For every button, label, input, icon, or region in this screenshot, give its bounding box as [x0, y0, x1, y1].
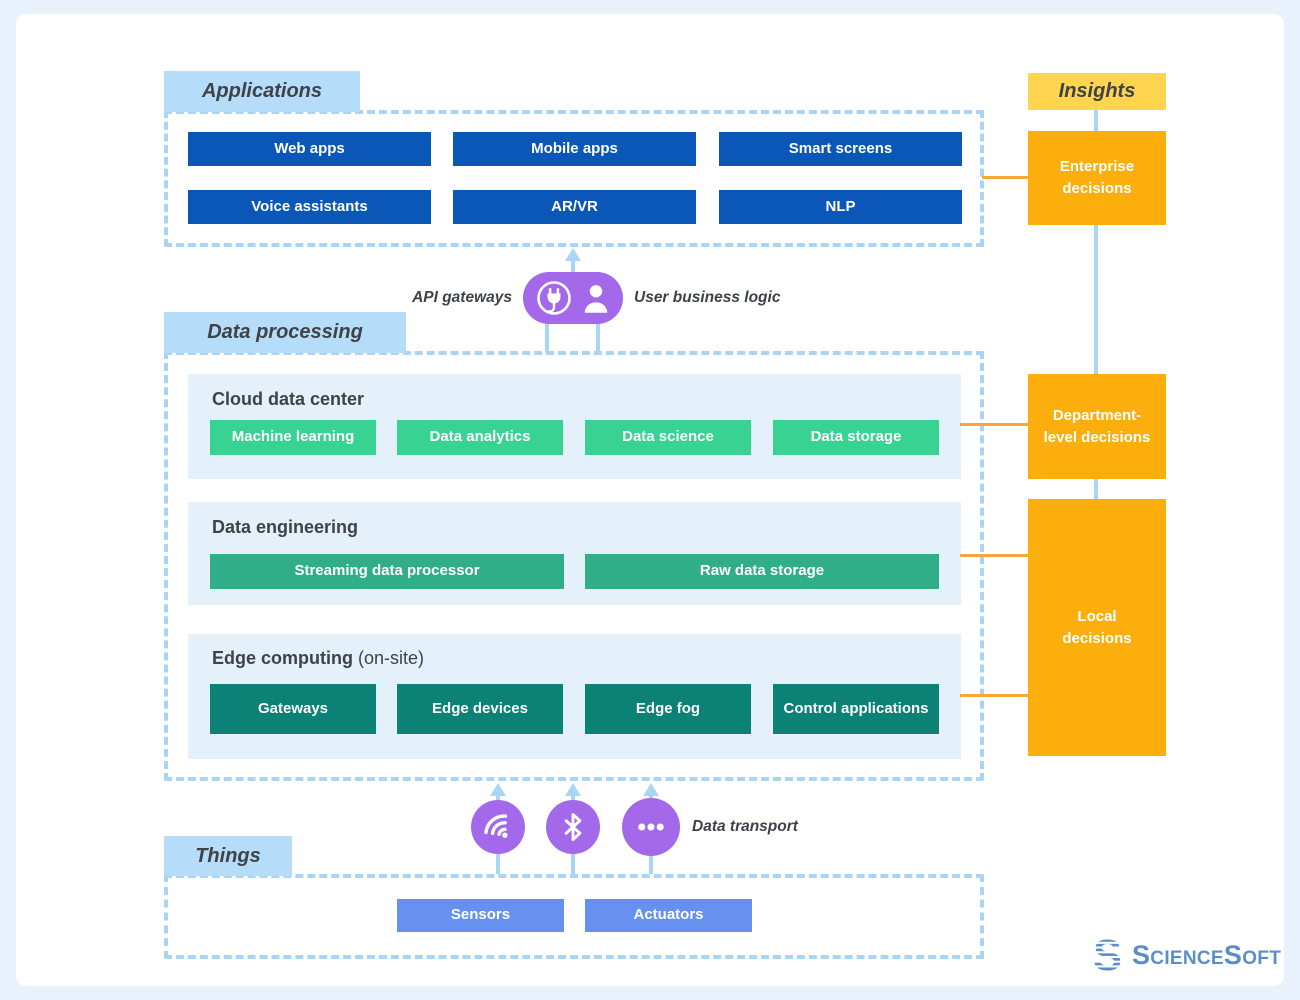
edge-computing-title-suffix: (on-site)	[353, 648, 425, 668]
cloud-data-center-title: Cloud data center	[212, 389, 364, 410]
arrow-up-wifi	[490, 783, 506, 796]
engineering-box-streaming-data-processor: Streaming data processor	[210, 554, 564, 589]
things-section-label: Things	[164, 836, 292, 876]
insight-box-enterprise-decisions: Enterprise decisions	[1028, 131, 1166, 225]
cloud-box-machine-learning: Machine learning	[210, 420, 376, 455]
connector-insights-1	[1094, 110, 1098, 131]
connector-cloud-to-department	[960, 423, 1028, 426]
cloud-box-data-storage: Data storage	[773, 420, 939, 455]
insights-section-label: Insights	[1028, 73, 1166, 110]
connector-pill-to-applications	[571, 260, 575, 273]
app-box-nlp: NLP	[719, 190, 962, 224]
edge-computing-title: Edge computing (on-site)	[212, 648, 424, 669]
connector-edge-to-local	[960, 694, 1028, 697]
app-box-web-apps: Web apps	[188, 132, 431, 166]
data-transport-label: Data transport	[692, 818, 798, 835]
connector-pill-to-processing-right	[596, 324, 600, 353]
cloud-data-center-title-text: Cloud data center	[212, 389, 365, 409]
things-boundary	[164, 874, 984, 959]
insight-box-local-decisions: Local decisions	[1028, 499, 1166, 756]
arrow-up-ellipsis	[643, 783, 659, 796]
edge-box-gateways: Gateways	[210, 684, 376, 734]
wifi-icon	[484, 814, 508, 838]
sciencesoft-logo: S ScienceSoft	[1092, 934, 1281, 976]
connector-apps-to-enterprise	[982, 176, 1028, 179]
other-protocols-circle	[622, 798, 680, 856]
connector-pill-to-processing-left	[545, 324, 549, 353]
app-box-ar-vr: AR/VR	[453, 190, 696, 224]
ellipsis-icon	[638, 823, 664, 831]
arrow-up-to-applications	[565, 248, 581, 261]
cloud-box-data-analytics: Data analytics	[397, 420, 563, 455]
data-engineering-title-text: Data engineering	[212, 517, 359, 537]
connector-insights-2	[1094, 225, 1098, 374]
applications-boundary	[164, 110, 984, 247]
data-engineering-title: Data engineering	[212, 517, 358, 538]
things-box-sensors: Sensors	[397, 899, 564, 932]
api-gateway-pill	[523, 272, 623, 324]
bluetooth-icon	[564, 813, 582, 841]
user-business-logic-label: User business logic	[634, 289, 781, 306]
wifi-circle	[471, 800, 525, 854]
insight-box-department-level-decisions: Department-level decisions	[1028, 374, 1166, 479]
data-processing-boundary	[164, 351, 984, 781]
connector-engineering-to-local	[960, 554, 1028, 557]
data-processing-section-label: Data processing	[164, 312, 406, 353]
app-box-smart-screens: Smart screens	[719, 132, 962, 166]
svg-text:S: S	[1093, 934, 1122, 976]
diagram-card: Applications Web apps Mobile apps Smart …	[16, 14, 1284, 986]
edge-box-edge-fog: Edge fog	[585, 684, 751, 734]
connector-insights-3	[1094, 479, 1098, 499]
sciencesoft-logo-text: ScienceSoft	[1132, 939, 1282, 970]
app-box-voice-assistants: Voice assistants	[188, 190, 431, 224]
arrow-up-bluetooth	[565, 783, 581, 796]
engineering-box-raw-data-storage: Raw data storage	[585, 554, 939, 589]
cloud-box-data-science: Data science	[585, 420, 751, 455]
api-gateways-label: API gateways	[412, 289, 512, 306]
things-box-actuators: Actuators	[585, 899, 752, 932]
edge-computing-title-text: Edge computing	[212, 648, 353, 668]
bluetooth-circle	[546, 800, 600, 854]
edge-box-control-applications: Control applications	[773, 684, 939, 734]
sciencesoft-logo-icon: S	[1092, 934, 1126, 976]
applications-section-label: Applications	[164, 71, 360, 112]
app-box-mobile-apps: Mobile apps	[453, 132, 696, 166]
edge-box-edge-devices: Edge devices	[397, 684, 563, 734]
plug-icon	[537, 281, 571, 315]
user-icon	[584, 285, 608, 313]
